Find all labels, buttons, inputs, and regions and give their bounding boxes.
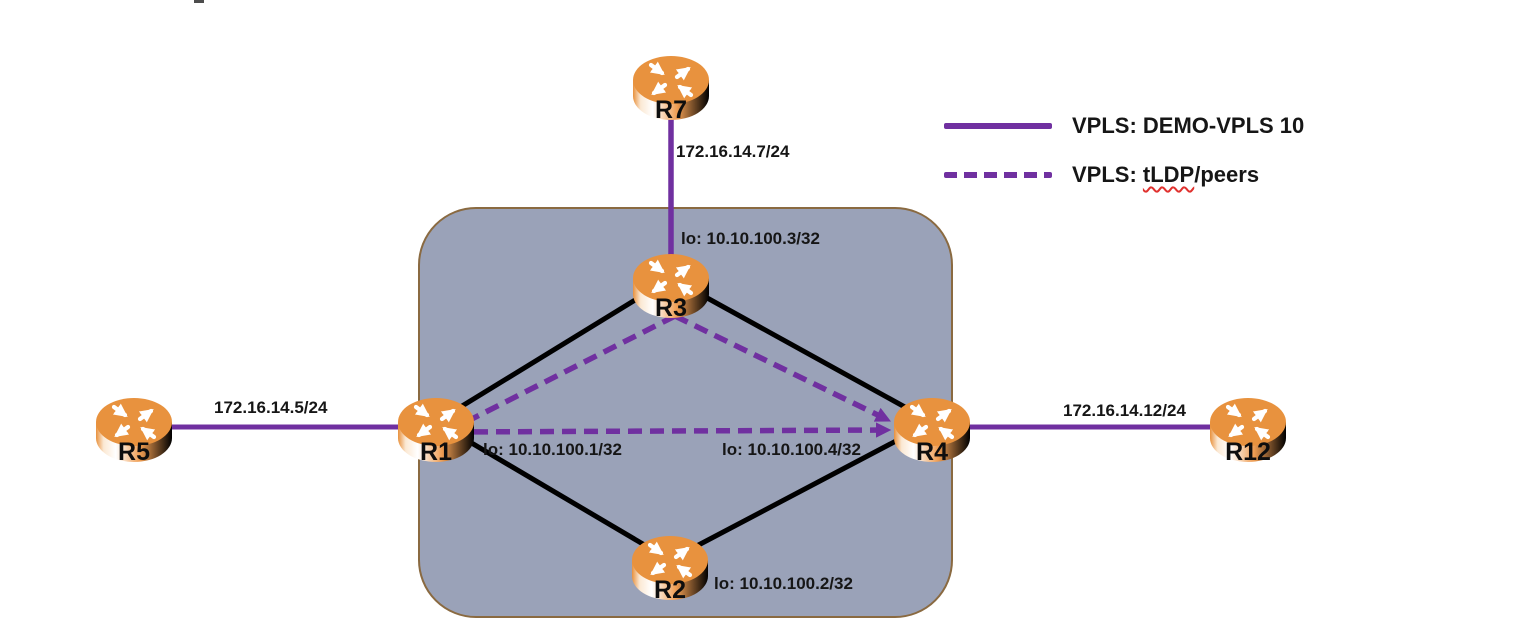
legend-tldp-term: tLDP [1142,162,1195,187]
router-label: R3 [655,294,687,322]
legend-swatch-dashed [944,172,1052,178]
link-r1-r2 [434,419,672,563]
router-label: R12 [1225,438,1271,466]
link-label-r5: 172.16.14.5/24 [214,398,328,417]
router-node-r5[interactable]: R5 [94,394,174,468]
loopback-label-r1: lo: 10.10.100.1/32 [483,440,622,459]
link-r1-r3 [434,275,673,425]
router-label: R7 [655,96,687,124]
legend-swatch-solid [944,123,1052,129]
link-label-r12: 172.16.14.12/24 [1063,401,1186,420]
loopback-label-r4: lo: 10.10.100.4/32 [722,440,861,459]
tldp-r3-r1 [457,313,677,428]
tldp-r1-r4 [451,422,892,438]
link-r3-r4 [669,275,934,425]
screen-artifact [194,0,204,3]
legend-label-demo-vpls: VPLS: DEMO-VPLS 10 [1072,113,1305,138]
loopback-label-r3: lo: 10.10.100.3/32 [681,229,820,248]
legend-tldp-suffix: /peers [1194,162,1260,187]
router-label: R4 [916,438,948,466]
router-label: R2 [654,576,686,604]
router-node-r3[interactable]: R3 [631,250,711,324]
router-node-r12[interactable]: R12 [1208,394,1288,468]
router-label: R1 [420,438,452,466]
tldp-r3-r4 [673,313,891,423]
loopback-label-r2: lo: 10.10.100.2/32 [714,574,853,593]
link-r2-r4 [668,419,934,563]
legend-label-tldp-peers: VPLS: tLDP/peers [1072,162,1260,187]
router-node-r1[interactable]: R1 [396,394,476,468]
router-node-r7[interactable]: R7 [631,52,711,126]
legend-tldp-prefix: VPLS: [1072,162,1143,187]
router-label: R5 [118,438,150,466]
router-node-r4[interactable]: R4 [892,394,972,468]
link-label-r7: 172.16.14.7/24 [676,142,790,161]
router-node-r2[interactable]: R2 [630,532,710,606]
